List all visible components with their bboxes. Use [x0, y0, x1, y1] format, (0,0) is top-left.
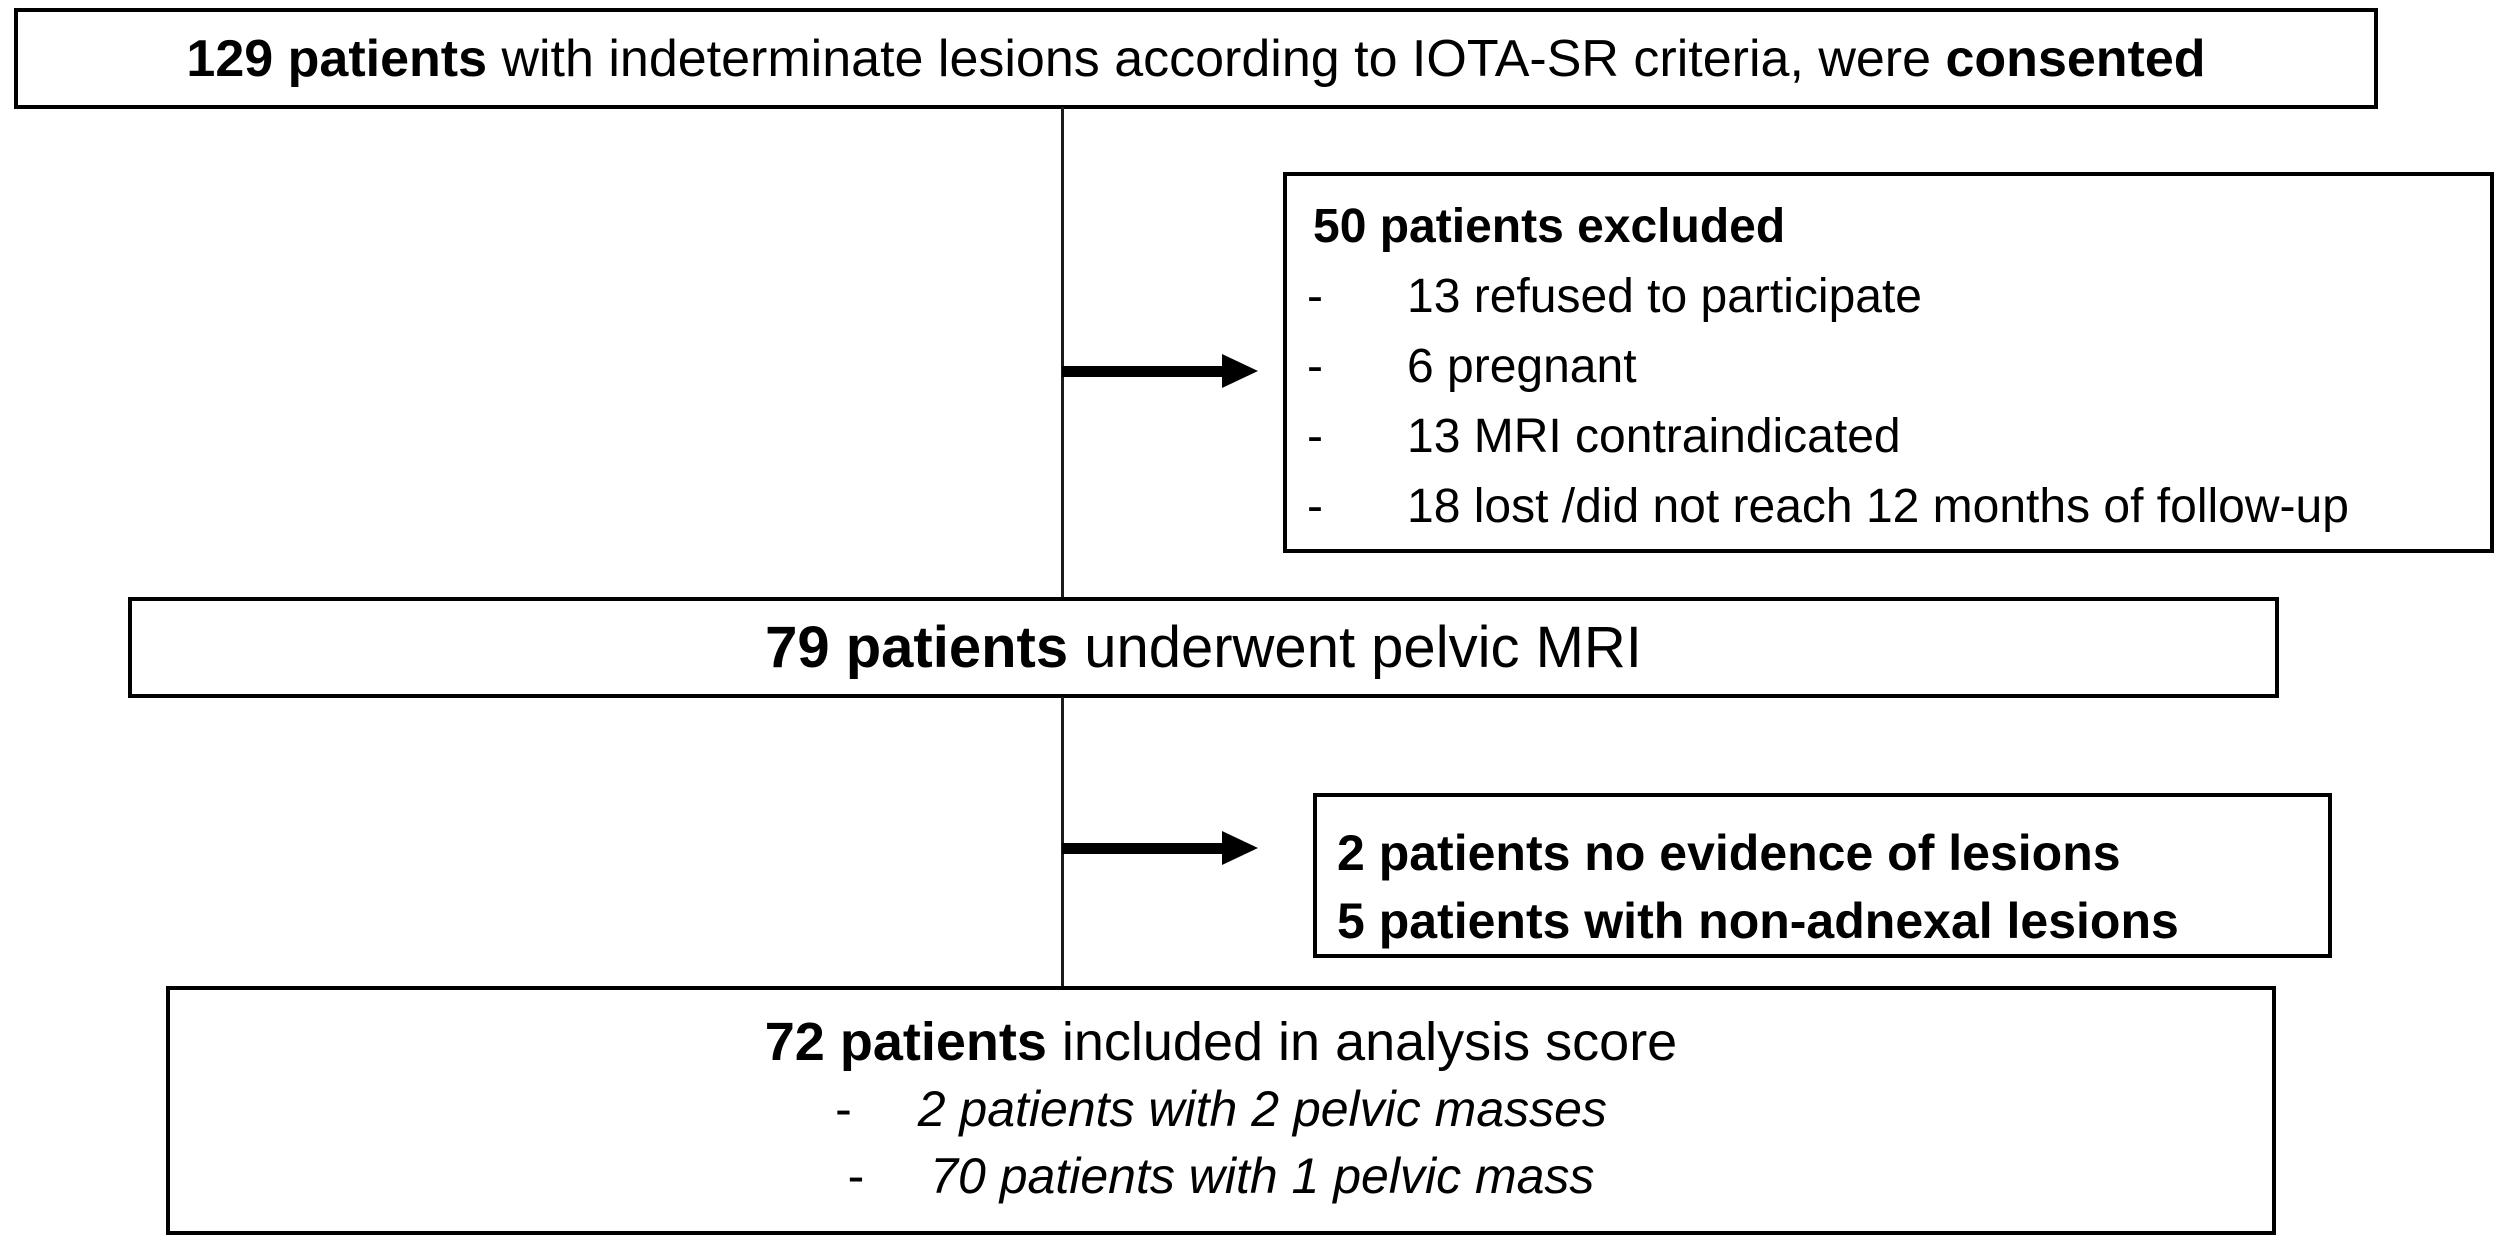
dash-bullet: - — [1307, 480, 1323, 533]
excluded-item: - 18 lost /did not reach 12 months of fo… — [1299, 472, 2480, 542]
analysis-count: 72 patients — [764, 1012, 1047, 1072]
excluded-item-text: 6 pregnant — [1407, 340, 1637, 393]
mri-box: 79 patients underwent pelvic MRI — [128, 597, 2279, 698]
analysis-item: - 70 patients with 1 pelvic mass — [170, 1143, 2272, 1210]
arrow-excluded-head-icon — [1222, 354, 1258, 388]
excluded-box: 50 patients excluded - 13 refused to par… — [1283, 172, 2494, 553]
analysis-header: 72 patients included in analysis score — [170, 1008, 2272, 1076]
arrow-non-adnexal-head-icon — [1222, 831, 1258, 865]
mri-box-text: 79 patients underwent pelvic MRI — [765, 614, 1642, 681]
dash-bullet: - — [1307, 410, 1323, 463]
dash-bullet: - — [1307, 270, 1323, 323]
analysis-item: - 2 patients with 2 pelvic masses — [170, 1076, 2272, 1143]
mri-text: underwent pelvic MRI — [1068, 615, 1642, 680]
mri-count: 79 patients — [765, 615, 1069, 680]
excluded-item-text: 13 refused to participate — [1407, 270, 1922, 323]
excluded-header: 50 patients excluded — [1313, 200, 1786, 253]
consented-box: 129 patients with indeterminate lesions … — [14, 8, 2378, 109]
consented-suffix: consented — [1945, 29, 2206, 88]
analysis-box: 72 patients included in analysis score -… — [166, 986, 2276, 1235]
analysis-item-text: 70 patients with 1 pelvic mass — [930, 1148, 1595, 1204]
non-adnexal-line: 5 patients with non-adnexal lesions — [1337, 893, 2179, 949]
excluded-item-text: 13 MRI contraindicated — [1407, 410, 1901, 463]
dash-bullet: - — [1307, 340, 1323, 393]
excluded-item: - 13 refused to participate — [1299, 262, 2480, 332]
consented-count: 129 patients — [186, 29, 487, 88]
connector-line-bottom — [1061, 697, 1064, 988]
excluded-item-text: 18 lost /did not reach 12 months of foll… — [1407, 480, 2349, 533]
connector-line-top — [1061, 107, 1064, 598]
analysis-header-text: included in analysis score — [1046, 1012, 1678, 1072]
excluded-item: - 6 pregnant — [1299, 332, 2480, 402]
consented-box-text: 129 patients with indeterminate lesions … — [186, 29, 2205, 89]
dash-bullet: - — [847, 1148, 865, 1204]
dash-bullet: - — [835, 1081, 852, 1137]
excluded-item: - 13 MRI contraindicated — [1299, 402, 2480, 472]
arrow-excluded-shaft — [1062, 366, 1224, 377]
analysis-item-text: 2 patients with 2 pelvic masses — [917, 1081, 1607, 1137]
non-adnexal-box: 2 patients no evidence of lesions 5 pati… — [1313, 793, 2332, 958]
arrow-non-adnexal-shaft — [1062, 843, 1224, 854]
non-adnexal-line: 2 patients no evidence of lesions — [1337, 825, 2121, 881]
consented-middle-text: with indeterminate lesions according to … — [487, 29, 1946, 88]
